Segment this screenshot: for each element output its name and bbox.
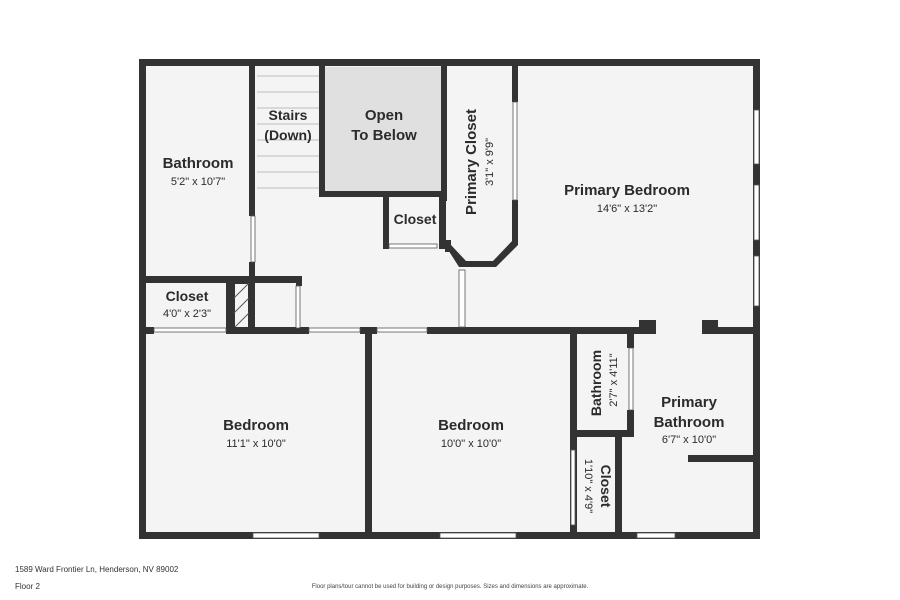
bedroom-2-label: Bedroom — [438, 417, 504, 434]
bedroom-1-dim: 11'1" x 10'0" — [226, 438, 286, 450]
windows — [153, 101, 760, 539]
floor-label: Floor 2 — [15, 582, 40, 591]
primary-bath-sub-label: Bathroom — [654, 414, 725, 431]
room-labels: Bathroom 5'2" x 10'7" Stairs (Down) Open… — [163, 107, 725, 513]
open-sub-label: To Below — [351, 127, 417, 144]
open-to-below-area — [325, 67, 442, 193]
closet-vert-label: Closet — [598, 465, 614, 508]
stairs-sub-label: (Down) — [264, 127, 311, 143]
closet-small-label: Closet — [394, 211, 437, 227]
stairs-label: Stairs — [269, 107, 308, 123]
stairs — [257, 75, 320, 189]
primary-bath-dim: 6'7" x 10'0" — [662, 434, 716, 446]
bathroom-dim: 5'2" x 10'7" — [171, 176, 225, 188]
closet-left-dim: 4'0" x 2'3" — [163, 308, 211, 320]
closet-left-label: Closet — [166, 288, 209, 304]
bathroom-label: Bathroom — [163, 155, 234, 172]
address-text: 1589 Ward Frontier Ln, Henderson, NV 890… — [15, 565, 179, 574]
primary-bedroom-label: Primary Bedroom — [564, 182, 690, 199]
primary-bedroom-dim: 14'6" x 13'2" — [597, 203, 657, 215]
primary-closet-label: Primary Closet — [463, 109, 480, 215]
open-label: Open — [365, 107, 403, 124]
closet-vert-dim: 1'10" x 4'9" — [582, 459, 594, 513]
hatched-duct — [233, 282, 250, 329]
primary-closet-dim: 3'1" x 9'9" — [484, 138, 496, 186]
primary-bath-label: Primary — [661, 394, 718, 411]
bath-small-dim: 2'7" x 4'11" — [608, 353, 620, 406]
bedroom-2-dim: 10'0" x 10'0" — [441, 438, 501, 450]
bedroom-1-label: Bedroom — [223, 417, 289, 434]
disclaimer-text: Floor plans/tour cannot be used for buil… — [311, 584, 589, 590]
bath-small-label: Bathroom — [588, 350, 604, 416]
